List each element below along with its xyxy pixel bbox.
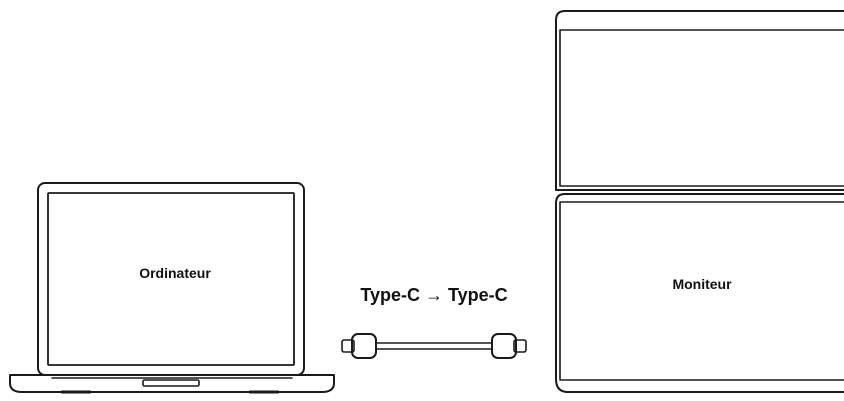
laptop-base — [9, 374, 335, 393]
cable-left-connector — [351, 333, 377, 359]
lower-monitor-frame — [555, 193, 844, 393]
cable-label: Type-C → Type-C — [360, 285, 508, 305]
dual-monitor-icon — [555, 10, 844, 393]
laptop-screen — [47, 192, 295, 366]
cable-right-connector — [491, 333, 517, 359]
upper-monitor-frame — [555, 10, 844, 191]
laptop-icon — [9, 182, 335, 394]
laptop-touchpad-notch — [142, 379, 200, 387]
monitor-label: Moniteur — [672, 276, 732, 292]
upper-monitor-screen — [559, 29, 844, 187]
usb-c-cable-icon — [341, 333, 527, 359]
lower-monitor-screen — [559, 201, 844, 381]
cable-left-tip — [341, 339, 355, 353]
cable-right-tip — [513, 339, 527, 353]
laptop-label: Ordinateur — [139, 265, 211, 281]
